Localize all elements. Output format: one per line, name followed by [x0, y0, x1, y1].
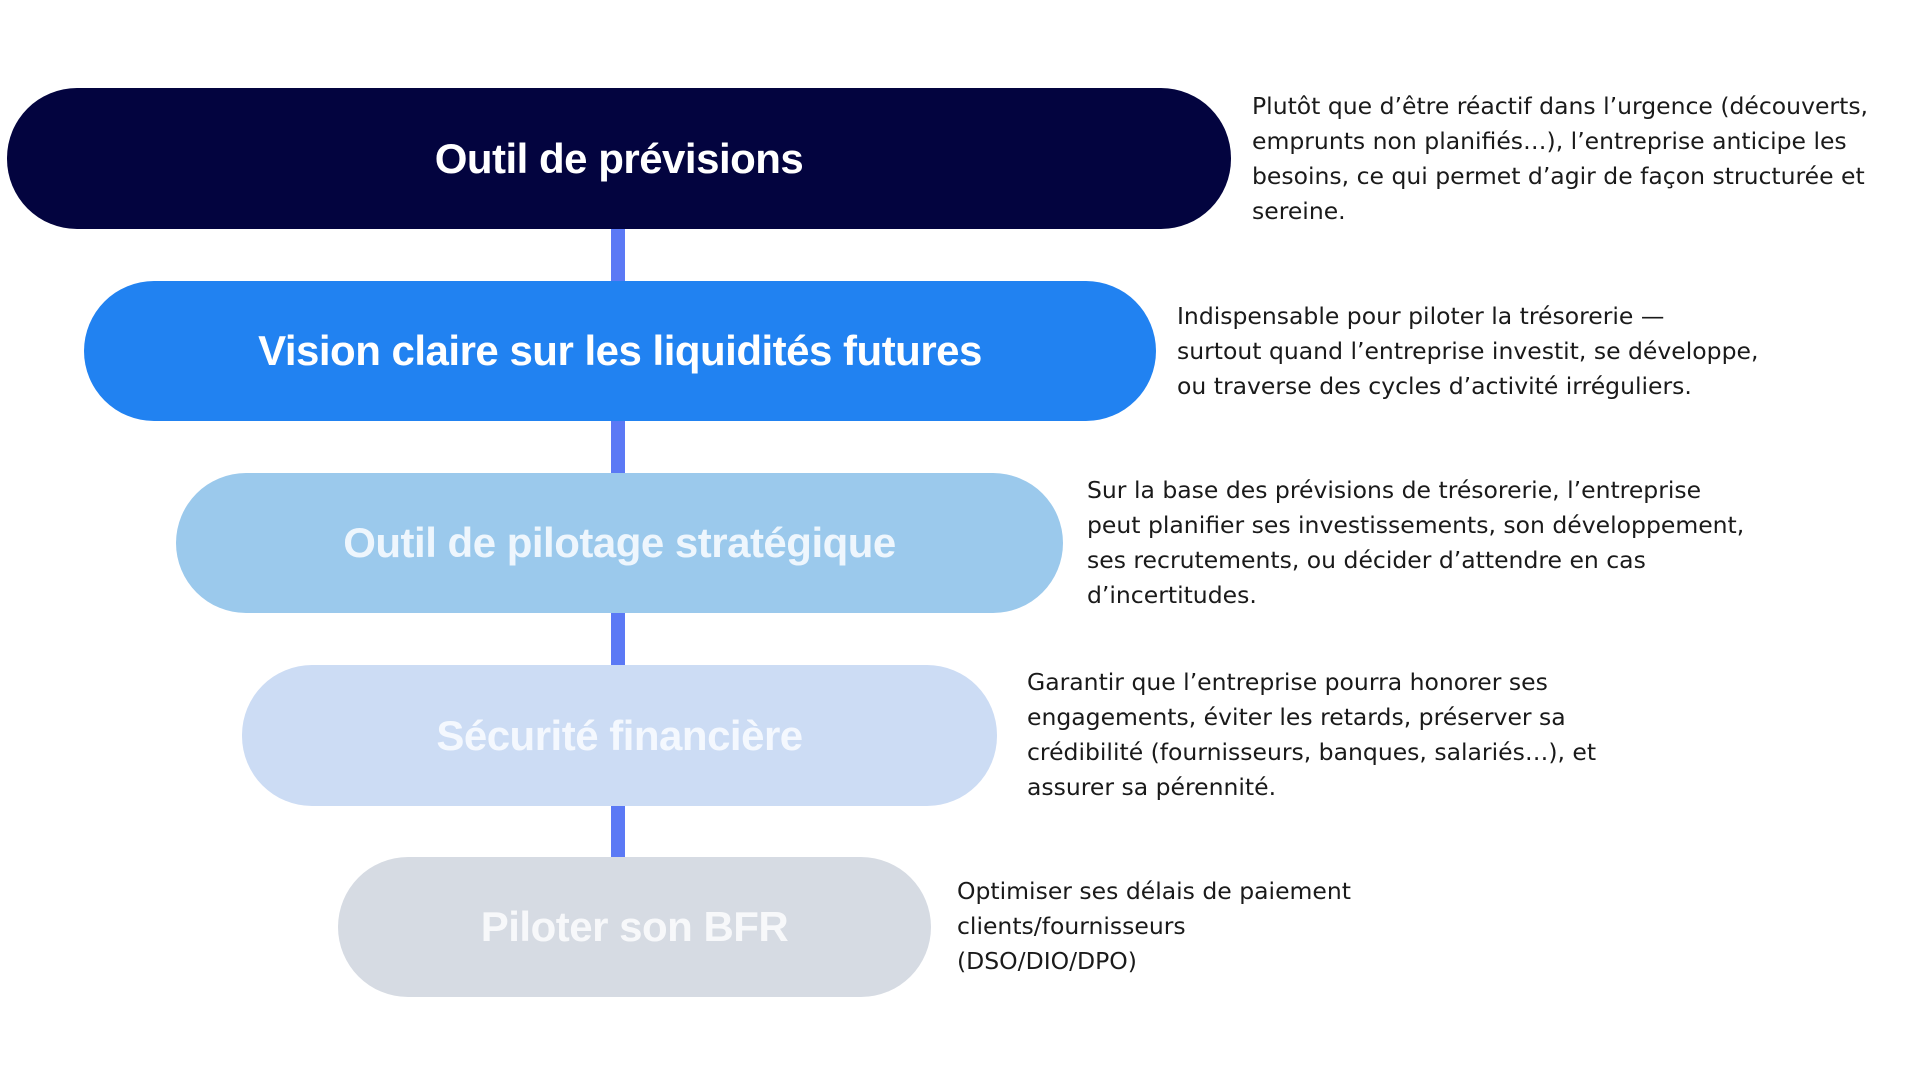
level-3-desc-line: d’incertitudes. — [1087, 581, 1257, 609]
level-3-desc-line: peut planifier ses investissements, son … — [1087, 511, 1745, 539]
level-5-desc-line: (DSO/DIO/DPO) — [957, 947, 1137, 975]
level-5-title: Piloter son BFR — [480, 903, 789, 950]
level-1-desc-line: besoins, ce qui permet d’agir de façon s… — [1252, 162, 1865, 190]
level-2-description: Indispensable pour piloter la trésorerie… — [1177, 299, 1758, 404]
level-2-desc-line: surtout quand l’entreprise investit, se … — [1177, 337, 1759, 365]
level-5-description: Optimiser ses délais de paiement clients… — [957, 874, 1351, 979]
level-3-description: Sur la base des prévisions de trésorerie… — [1087, 473, 1744, 613]
level-4-desc-line: assurer sa pérennité. — [1027, 773, 1277, 801]
level-3-title: Outil de pilotage stratégique — [343, 519, 896, 566]
level-1-description: Plutôt que d’être réactif dans l’urgence… — [1252, 89, 1868, 229]
connector-2 — [611, 420, 625, 477]
level-3-desc-line: Sur la base des prévisions de trésorerie… — [1087, 476, 1702, 504]
level-2-desc-line: Indispensable pour piloter la trésorerie… — [1177, 302, 1665, 330]
level-4-pill: Sécurité financière — [242, 665, 997, 806]
level-5-pill: Piloter son BFR — [338, 857, 931, 997]
level-1-desc-line: emprunts non planifiés…), l’entreprise a… — [1252, 127, 1847, 155]
level-5-desc-line: clients/fournisseurs — [957, 912, 1186, 940]
level-4-desc-line: crédibilité (fournisseurs, banques, sala… — [1027, 738, 1597, 766]
level-4-desc-line: engagements, éviter les retards, préserv… — [1027, 703, 1566, 731]
level-4-title: Sécurité financière — [436, 711, 803, 759]
level-4-desc-line: Garantir que l’entreprise pourra honorer… — [1027, 668, 1548, 696]
level-1-pill: Outil de prévisions — [7, 88, 1231, 229]
level-3-desc-line: ses recrutements, ou décider d’attendre … — [1087, 546, 1646, 574]
level-2-desc-line: ou traverse des cycles d’activité irrégu… — [1177, 372, 1692, 400]
level-5-desc-line: Optimiser ses délais de paiement — [957, 877, 1351, 905]
level-4-description: Garantir que l’entreprise pourra honorer… — [1027, 665, 1596, 805]
level-1-desc-line: Plutôt que d’être réactif dans l’urgence… — [1252, 92, 1869, 120]
level-3-pill: Outil de pilotage stratégique — [176, 473, 1063, 613]
level-2-title: Vision claire sur les liquidités futures — [258, 327, 982, 374]
level-2-pill: Vision claire sur les liquidités futures — [84, 281, 1156, 421]
connector-1 — [611, 228, 625, 285]
level-1-desc-line: sereine. — [1252, 197, 1346, 225]
connector-4 — [611, 804, 625, 861]
connector-3 — [611, 612, 625, 669]
level-1-title: Outil de prévisions — [434, 134, 804, 182]
